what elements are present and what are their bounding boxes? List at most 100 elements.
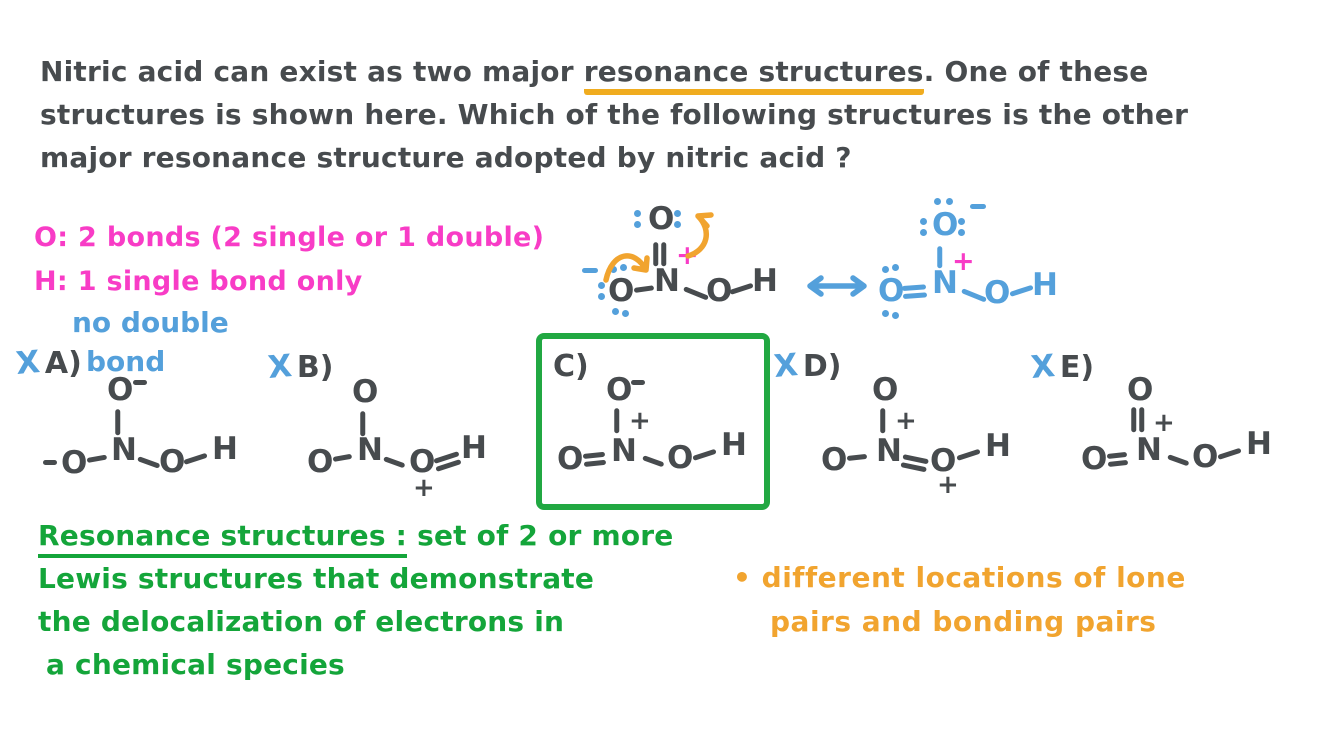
option-letter: B) <box>296 350 334 385</box>
atom-N: N <box>357 432 383 468</box>
lone-pair-dot <box>934 198 941 205</box>
lone-pair-dot <box>958 218 965 225</box>
lone-pair-dot <box>920 218 927 225</box>
single-bond <box>383 456 406 468</box>
atom-H: H <box>752 263 778 299</box>
lone-pair-dot <box>920 229 927 236</box>
option-letter: A) <box>44 346 82 381</box>
bullet-line-1: • different locations of lone <box>733 561 1186 594</box>
definition-term: Resonance structures : <box>38 519 408 558</box>
option-letter: D) <box>802 349 842 384</box>
atom-O: O <box>872 372 899 408</box>
resonance-definition: Resonance structures : set of 2 or more L… <box>38 514 673 686</box>
atom-O-left: O <box>608 273 635 309</box>
atom-O: O <box>61 445 88 481</box>
single-bond <box>614 408 620 434</box>
single-bond <box>880 408 886 434</box>
atom-O-left: O <box>878 273 905 309</box>
question-line-2: structures is shown here. Which of the f… <box>40 98 1189 131</box>
question-text: Nitric acid can exist as two major reson… <box>40 50 1270 179</box>
atom-N: N <box>1136 432 1162 468</box>
lone-pairs-bullet-note: • different locations of lone pairs and … <box>733 556 1186 644</box>
definition-line-2: Lewis structures that demonstrate <box>38 562 595 595</box>
lone-pair-dot <box>634 221 641 228</box>
atom-O: O <box>107 372 134 408</box>
double-bond <box>583 459 606 467</box>
atom-O: O <box>821 442 848 478</box>
single-bond <box>332 453 353 462</box>
lone-pair-dot <box>892 264 899 271</box>
single-bond <box>1217 447 1242 460</box>
single-bond <box>692 448 717 461</box>
atom-H: H <box>1032 267 1058 303</box>
atom-H: H <box>721 427 747 463</box>
resonance-double-headed-arrow <box>802 266 874 302</box>
charge-plus: + <box>1153 408 1175 438</box>
lone-pair-dot <box>882 310 889 317</box>
lone-pair-dot <box>892 312 899 319</box>
minus-charge <box>582 268 598 273</box>
bullet-line-2: pairs and bonding pairs <box>770 605 1157 638</box>
double-bond <box>1131 407 1137 433</box>
double-bond <box>900 461 928 472</box>
note-no-double-line1: no double <box>72 306 229 339</box>
atom-N: N <box>932 265 958 301</box>
atom-H: H <box>212 431 238 467</box>
question-line1-post: . One of these <box>923 55 1149 88</box>
arrow-overlay <box>603 212 714 283</box>
lone-pair-dot <box>882 266 889 273</box>
atom-O: O <box>409 444 436 480</box>
lone-pair-dot <box>958 229 965 236</box>
correct-answer-box <box>536 333 770 510</box>
note-hydrogen-bonding-rule: H: 1 single bond only <box>34 266 363 297</box>
option-letter: C) <box>553 349 589 384</box>
underlined-term: resonance structures <box>583 55 924 95</box>
single-bond <box>846 453 868 461</box>
lone-pair-dot <box>598 293 605 300</box>
single-bond <box>1009 284 1034 297</box>
lone-pair-dot <box>634 210 641 217</box>
minus-charge <box>631 380 645 385</box>
lone-pair-dot <box>612 308 619 315</box>
lone-pair-dot <box>622 310 629 317</box>
charge-plus: + <box>895 406 917 436</box>
charge-plus: + <box>413 473 435 503</box>
double-bond <box>582 451 606 459</box>
lone-pair-dot <box>674 210 681 217</box>
atom-O: O <box>352 374 379 410</box>
charge-plus: + <box>952 246 975 277</box>
atom-O: O <box>1081 441 1108 477</box>
atom-N: N <box>654 263 680 299</box>
atom-O-right: O <box>706 273 733 309</box>
definition-rest: set of 2 or more <box>417 519 674 552</box>
arrow-overlay <box>807 275 867 297</box>
atom-O: O <box>159 444 186 480</box>
atom-N: N <box>111 432 137 468</box>
atom-H: H <box>461 430 487 466</box>
question-line-1: Nitric acid can exist as two major reson… <box>40 50 1270 95</box>
lone-pair-dot <box>946 198 953 205</box>
atom-O-right: O <box>984 275 1011 311</box>
atom-H: H <box>1246 426 1272 462</box>
atom-O: O <box>307 444 334 480</box>
option-letter: E) <box>1059 350 1095 385</box>
definition-line-3: the delocalization of electrons in <box>38 605 565 638</box>
charge-plus: + <box>937 470 959 500</box>
lone-pair-dot <box>610 266 617 273</box>
atom-O: O <box>667 440 694 476</box>
single-bond <box>86 454 108 463</box>
double-headed-arrow <box>807 275 867 297</box>
single-bond <box>642 455 665 467</box>
charge-plus: + <box>629 406 651 436</box>
